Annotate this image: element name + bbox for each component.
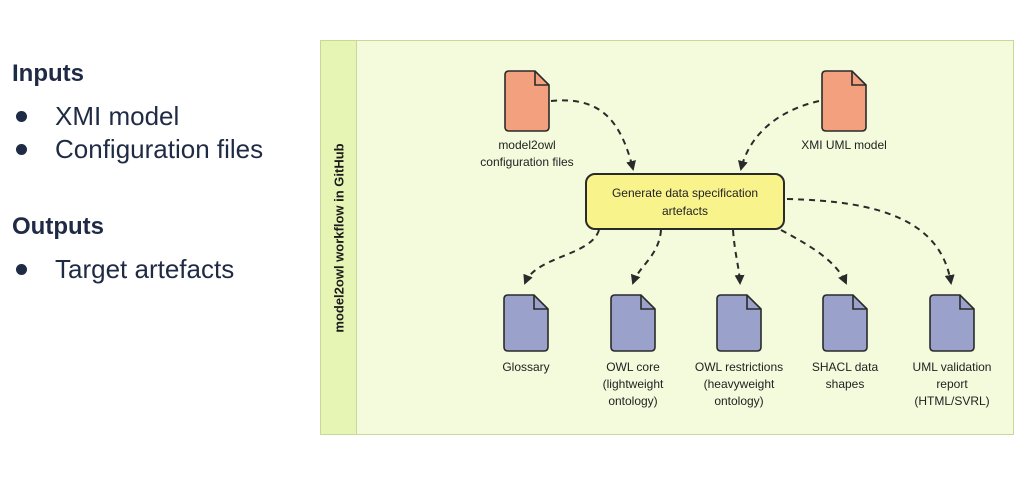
owl-restrictions-document-icon bbox=[716, 294, 762, 352]
uml-report-document-icon bbox=[929, 294, 975, 352]
connector-xmi-to-process bbox=[738, 100, 820, 171]
input-item-label: XMI model bbox=[55, 101, 180, 131]
xmi-model-document-icon bbox=[821, 70, 867, 132]
connector-process-to-glossary bbox=[523, 229, 600, 285]
inputs-heading: Inputs bbox=[12, 60, 84, 87]
owl-restrictions-label: OWL restrictions (heavyweight ontology) bbox=[694, 360, 784, 408]
inputs-list: XMI model Configuration files bbox=[12, 100, 263, 166]
list-item: XMI model bbox=[12, 100, 263, 133]
glossary-label: Glossary bbox=[502, 360, 550, 374]
config-files-document-icon bbox=[504, 70, 550, 132]
input-item-label: Configuration files bbox=[55, 134, 264, 164]
list-item: Configuration files bbox=[12, 133, 263, 166]
glossary-document-icon bbox=[503, 294, 549, 352]
config-files-label: model2owl configuration files bbox=[480, 138, 574, 169]
shacl-label: SHACL data shapes bbox=[811, 360, 879, 391]
connector-process-to-owl-core bbox=[630, 229, 662, 285]
bullet-icon bbox=[16, 264, 27, 275]
outputs-list: Target artefacts bbox=[12, 253, 234, 286]
uml-report-label: UML validation report (HTML/SVRL) bbox=[912, 360, 992, 408]
diagram-canvas bbox=[503, 70, 975, 352]
connector-config-to-process bbox=[550, 99, 636, 171]
connector-process-to-shacl bbox=[780, 229, 848, 285]
connector-process-to-owl-restrictions bbox=[732, 229, 745, 285]
connector-process-to-uml-report bbox=[786, 198, 955, 285]
bullet-icon bbox=[16, 111, 27, 122]
process-label: Generate data specification artefacts bbox=[611, 185, 759, 218]
xmi-model-label: XMI UML model bbox=[801, 138, 887, 152]
owl-core-document-icon bbox=[610, 294, 656, 352]
generate-artefacts-process: Generate data specification artefacts bbox=[585, 173, 785, 230]
shacl-document-icon bbox=[822, 294, 868, 352]
output-item-label: Target artefacts bbox=[55, 254, 235, 284]
workflow-diagram: model2owl workflow in GitHub bbox=[320, 40, 1014, 435]
swimlane-header: model2owl workflow in GitHub bbox=[321, 41, 357, 434]
owl-core-label: OWL core (lightweight ontology) bbox=[602, 360, 664, 408]
list-item: Target artefacts bbox=[12, 253, 234, 286]
outputs-heading: Outputs bbox=[12, 213, 104, 240]
bullet-icon bbox=[16, 144, 27, 155]
